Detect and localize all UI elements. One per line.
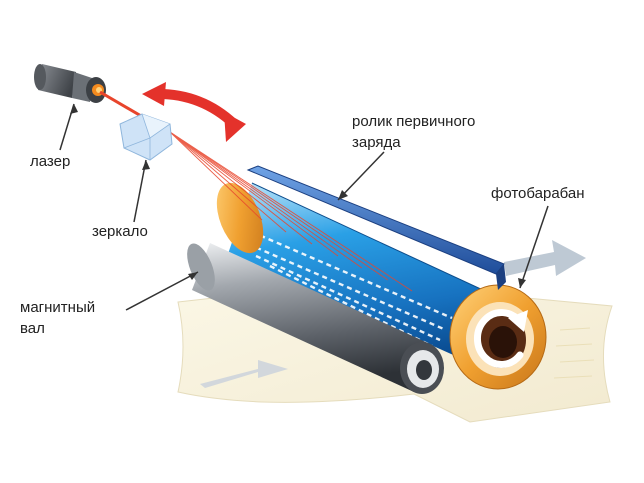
charge-roller-label-line2: заряда xyxy=(352,134,401,151)
drum-rotation-icon xyxy=(474,309,528,368)
charge-roller-label-line1: ролик первичного xyxy=(352,113,475,130)
magnetic-roller-label-line1: магнитный xyxy=(20,299,95,316)
magnetic-roller-label-line2: вал xyxy=(20,320,45,337)
magnetic-roller-leader xyxy=(125,271,199,311)
drum-label: фотобарабан xyxy=(491,185,585,202)
charge-roller-leader xyxy=(337,151,385,201)
mirror-label: зеркало xyxy=(92,223,148,240)
paper-feed-arrow xyxy=(200,360,288,388)
drum-leader xyxy=(519,205,549,289)
laser-label: лазер xyxy=(30,153,70,170)
latent-image-pattern xyxy=(247,230,453,348)
magnetic-roller xyxy=(187,243,444,394)
laser-emitter-icon xyxy=(34,64,106,103)
mirror-leader xyxy=(133,159,147,223)
laser-scan-beams xyxy=(169,131,413,292)
drum-left-cap xyxy=(216,182,264,254)
primary-charge-roller xyxy=(246,165,506,290)
mirror-crystal-icon xyxy=(119,113,173,161)
output-flow-arrow xyxy=(504,240,586,276)
rotation-arrow-icon xyxy=(142,82,246,142)
